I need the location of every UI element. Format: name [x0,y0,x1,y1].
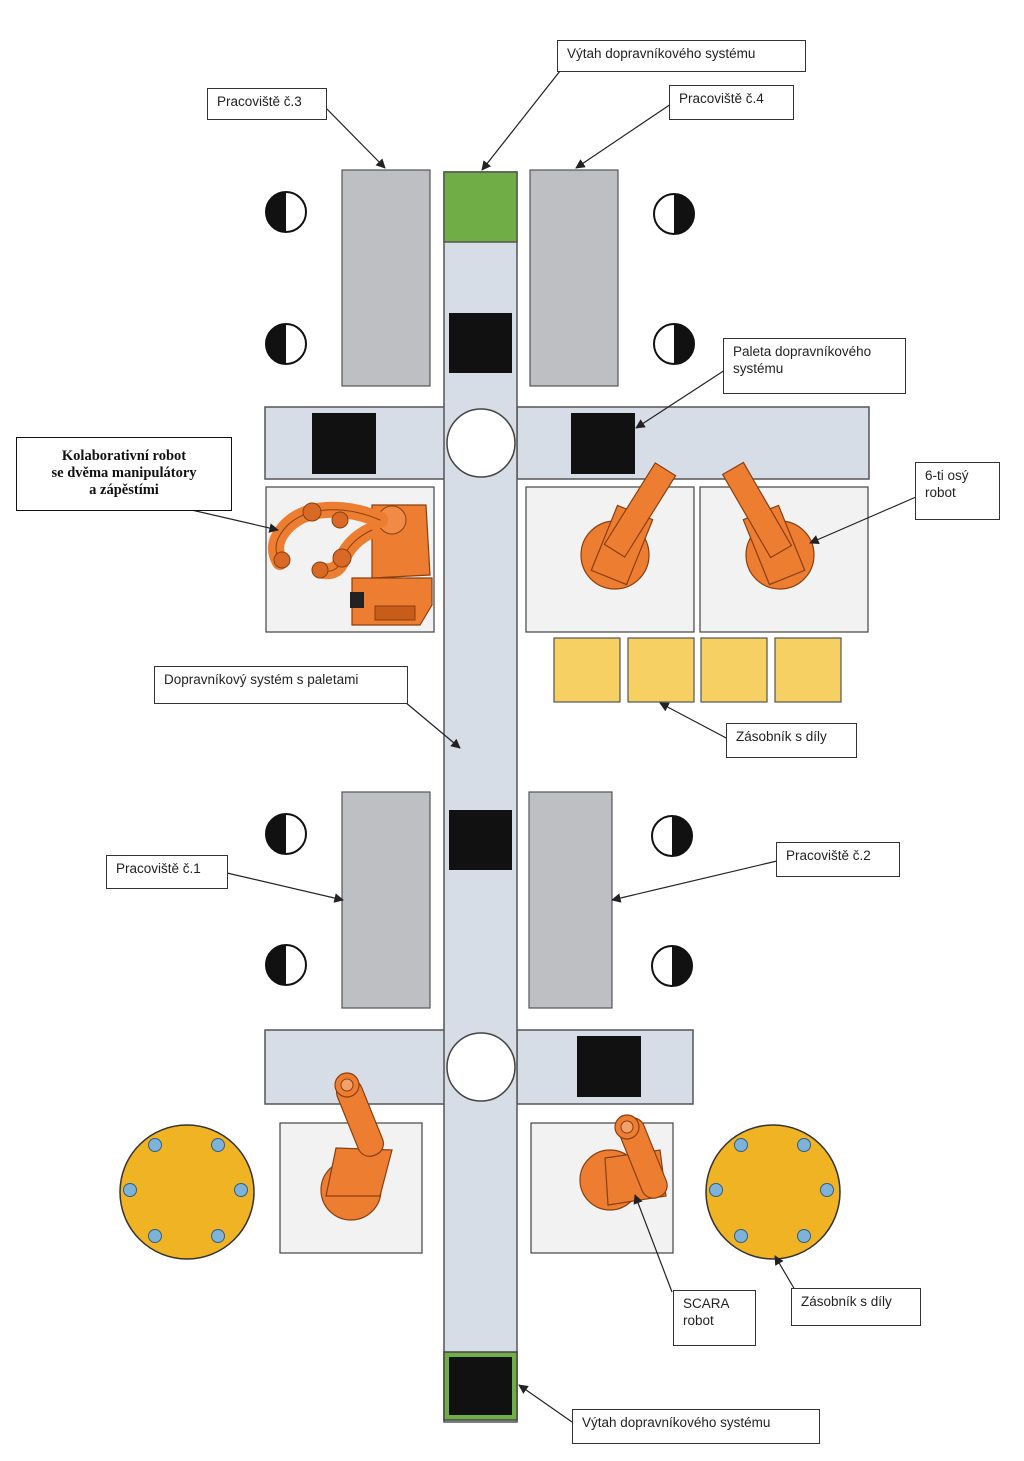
leader-conveyor [404,701,461,749]
label-parts-magazine-disc: Zásobník s díly [791,1288,921,1326]
workstation-4 [529,169,619,387]
pallet-cross-left [312,413,376,474]
leader-lift-bottom [518,1384,573,1423]
leader-workstation-2 [611,860,778,903]
half-filled-circle-icon [265,323,307,365]
leader-workstation-4 [575,103,672,169]
parts-tray-2 [627,637,695,703]
half-filled-circle-icon [265,191,307,233]
label-conveyor-system: Dopravníkový systém s paletami [154,666,408,704]
parts-tray-4 [774,637,842,703]
half-filled-circle-icon [265,813,307,855]
turntable-upper [446,408,516,478]
label-collab-robot: Kolaborativní robot se dvěma manipulátor… [16,437,232,511]
half-filled-circle-icon [265,944,307,986]
label-pallet: Paleta dopravníkového systému [723,338,906,394]
main-conveyor [443,171,518,1423]
leader-collab-robot [182,507,279,533]
leader-workstation-3 [321,103,386,169]
six-axis-robot-arm-icon [580,462,677,590]
half-filled-circle-icon [651,815,693,857]
pallet-main-top [449,313,512,373]
label-lift-bottom: Výtah dopravníkového systému [572,1409,820,1444]
label-workstation-1: Pracoviště č.1 [106,855,228,889]
lift-bottom-pallet [449,1357,512,1415]
label-parts-magazine-tray: Zásobník s díly [726,723,857,758]
parts-disc-right [705,1124,841,1260]
lift-top [443,171,518,243]
label-workstation-3: Pracoviště č.3 [207,88,327,120]
label-workstation-4: Pracoviště č.4 [669,85,794,120]
workstation-3 [341,169,431,387]
parts-tray-3 [700,637,768,703]
leader-lift-top [481,70,561,171]
parts-tray-1 [553,637,621,703]
scara-robot-icon [320,1072,393,1221]
workstation-2 [528,791,613,1009]
leader-parts-tray [659,702,731,741]
parts-disc-left [119,1124,255,1260]
half-filled-circle-icon [653,323,695,365]
leader-pallet [635,369,726,429]
workstation-1 [341,791,431,1009]
leader-workstation-1 [226,872,344,903]
label-workstation-2: Pracoviště č.2 [776,842,900,877]
pallet-cross-lower-right [577,1036,641,1097]
cross-conveyor-upper-right [516,406,870,480]
label-six-axis-robot: 6-ti osý robot [915,462,1000,520]
half-filled-circle-icon [651,945,693,987]
turntable-lower [446,1032,516,1102]
leader-parts-disc [774,1255,796,1291]
label-scara-robot: SCARA robot [673,1290,756,1346]
scara-robot-icon [579,1114,668,1211]
half-filled-circle-icon [653,193,695,235]
pallet-main-middle [449,810,512,870]
pallet-cross-right [571,413,635,474]
leader-scara [633,1194,673,1293]
six-axis-robot-arm-icon [721,461,815,590]
leader-six-axis [809,496,917,544]
dual-arm-robot-icon [268,501,433,626]
label-lift-top: Výtah dopravníkového systému [557,40,806,72]
